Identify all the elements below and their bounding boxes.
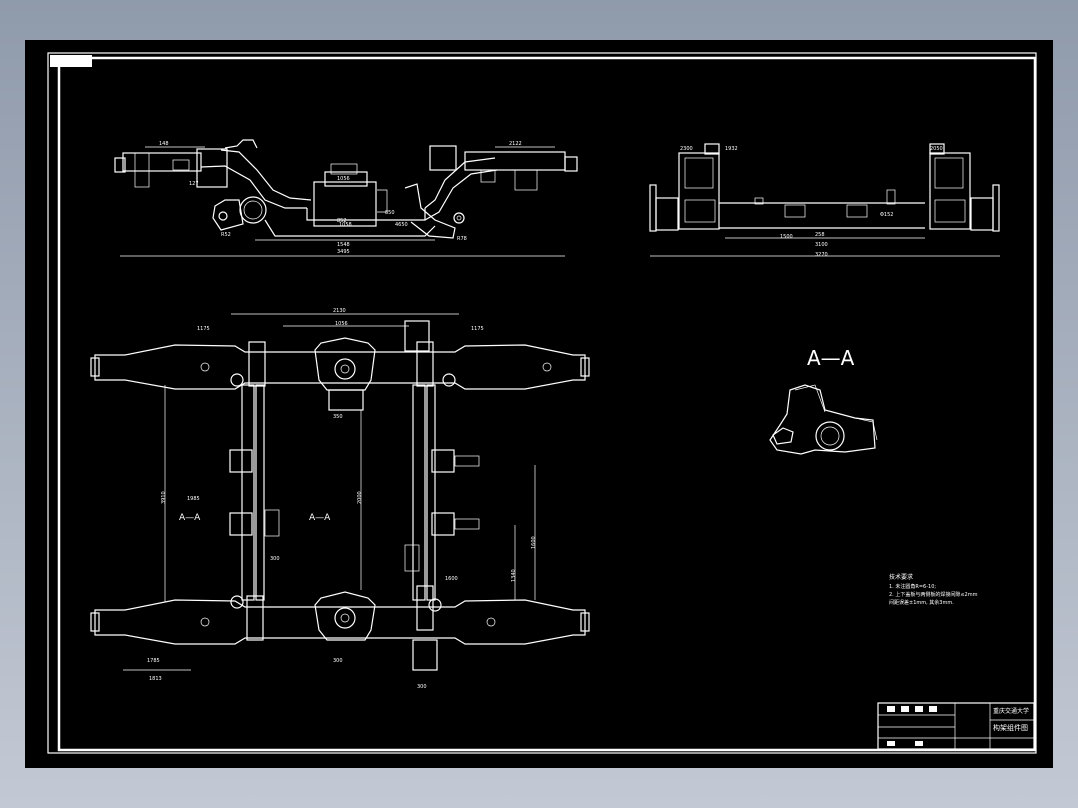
drawing-tab[interactable] bbox=[50, 55, 92, 67]
top-dim-12: 300 bbox=[333, 658, 343, 664]
top-dim-3: 1175 bbox=[471, 326, 484, 332]
side-dim-10: R52 bbox=[221, 232, 231, 238]
side-dim-12: 127 bbox=[189, 181, 199, 187]
front-dim-5: 1500 bbox=[780, 234, 793, 240]
notes-line-2: 间距误差±1mm, 其余3mm. bbox=[889, 599, 954, 606]
top-dim-6: 1600 bbox=[531, 536, 537, 549]
side-dim-2: 1548 bbox=[337, 242, 350, 248]
front-dim-7: Φ152 bbox=[880, 212, 893, 218]
technical-notes: 技术要求 1. 未注圆角R=6-10; 2. 上下盖板与两侧板的焊接间隙≤2mm… bbox=[889, 573, 978, 606]
top-dim-9: 1785 bbox=[147, 658, 160, 664]
section-marker-right: A—A bbox=[309, 513, 331, 523]
top-dim-0: 2130 bbox=[333, 308, 346, 314]
top-dim-14: 1985 bbox=[187, 496, 200, 502]
section-title: A—A bbox=[807, 346, 855, 370]
front-dim-6: 3270 bbox=[815, 252, 828, 258]
top-dim-13: 300 bbox=[417, 684, 427, 690]
front-dim-3: 258 bbox=[815, 232, 825, 238]
side-dim-6: 852 bbox=[337, 218, 347, 224]
notes-line-0: 1. 未注圆角R=6-10; bbox=[889, 583, 936, 590]
side-view: 148 2122 1548 3495 1056 1058 852 850 465… bbox=[114, 139, 578, 257]
top-view: 2130 1056 1175 1175 3910 2000 1600 1340 … bbox=[90, 308, 590, 690]
side-dim-8: 4650 bbox=[395, 222, 408, 228]
side-dim-11: R78 bbox=[457, 236, 467, 242]
top-dim-1: 1056 bbox=[335, 321, 348, 327]
top-dim-2: 1175 bbox=[197, 326, 210, 332]
drawing-name: 构架组件图 bbox=[993, 723, 1028, 732]
notes-line-1: 2. 上下盖板与两侧板的焊接间隙≤2mm bbox=[889, 591, 978, 598]
front-dim-1: 1932 bbox=[725, 146, 738, 152]
side-dim-1: 2122 bbox=[509, 141, 522, 147]
side-dim-7: 850 bbox=[385, 210, 395, 216]
section-a-a: A—A bbox=[769, 346, 878, 455]
front-dim-2: 2050 bbox=[930, 146, 943, 152]
front-dim-4: 3100 bbox=[815, 242, 828, 248]
side-dim-5: 1058 bbox=[339, 222, 352, 228]
side-dim-3: 3495 bbox=[337, 249, 350, 255]
top-dim-11: 300 bbox=[270, 556, 280, 562]
front-view: 2300 1932 2050 258 3100 1500 3270 Φ152 bbox=[649, 143, 1000, 258]
section-marker-left: A—A bbox=[179, 513, 201, 523]
top-dim-15: 1600 bbox=[445, 576, 458, 582]
top-dim-4: 3910 bbox=[161, 491, 167, 504]
outer-border bbox=[47, 52, 1037, 754]
school-name: 重庆交通大学 bbox=[993, 707, 1029, 715]
side-dim-0: 148 bbox=[159, 141, 169, 147]
inner-border bbox=[57, 56, 1037, 752]
notes-title: 技术要求 bbox=[889, 573, 913, 581]
front-dim-0: 2300 bbox=[680, 146, 693, 152]
top-dim-5: 2000 bbox=[357, 491, 363, 504]
top-dim-7: 1340 bbox=[511, 569, 517, 582]
drawing-sheet[interactable]: 148 2122 1548 3495 1056 1058 852 850 465… bbox=[25, 40, 1053, 768]
title-block: 重庆交通大学 构架组件图 bbox=[877, 702, 1035, 750]
side-dim-4: 1056 bbox=[337, 176, 350, 182]
top-dim-10: 350 bbox=[333, 414, 343, 420]
top-dim-8: 1813 bbox=[149, 676, 162, 682]
